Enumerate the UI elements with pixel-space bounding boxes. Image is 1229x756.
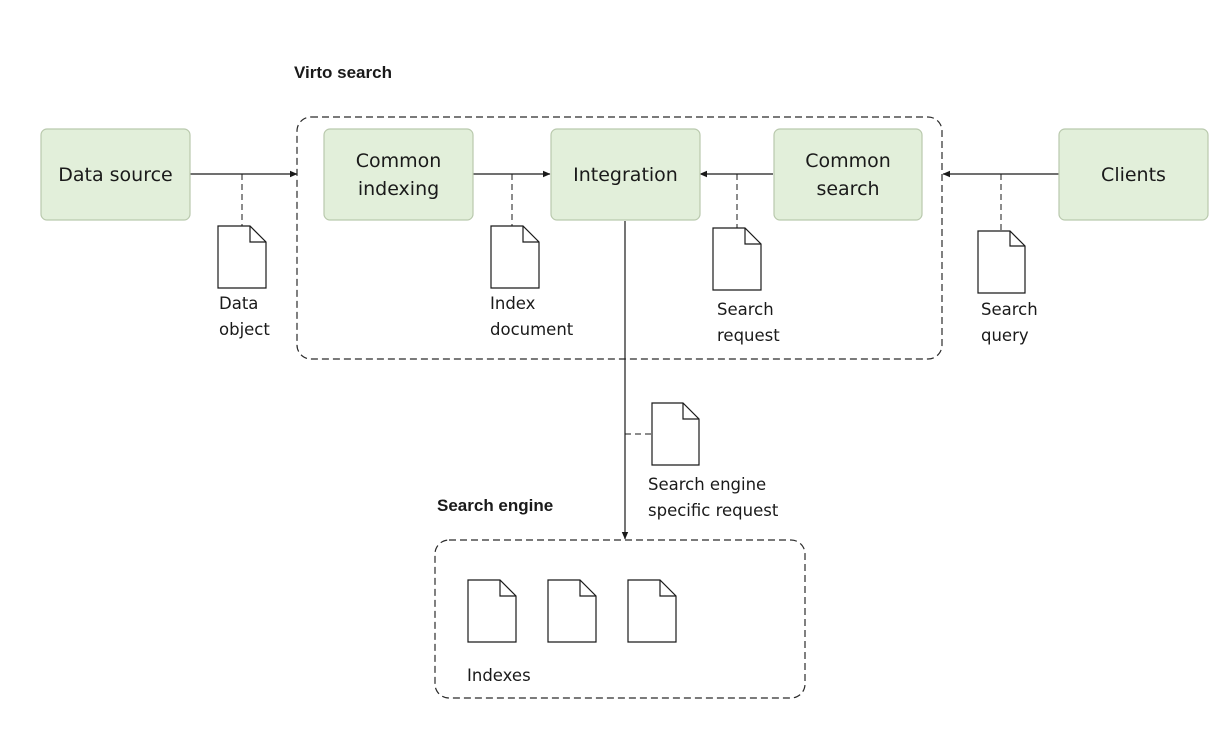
search-query-label-line2: query xyxy=(981,326,1029,345)
integration-node: Integration xyxy=(550,128,701,221)
search-request-label-line1: Search xyxy=(717,300,774,319)
index-document-doc-icon xyxy=(490,225,540,289)
common-indexing-label-line2: indexing xyxy=(358,178,439,200)
data-object-label-line2: object xyxy=(219,320,270,339)
search-request-label-line2: request xyxy=(717,326,780,345)
data-object-doc-icon xyxy=(217,225,267,289)
clients-label: Clients xyxy=(1101,164,1166,186)
document-connectors xyxy=(241,174,1002,435)
common-indexing-label-line1: Common xyxy=(356,150,442,172)
index-document-label-line2: document xyxy=(490,320,574,339)
indexes-label: Indexes xyxy=(467,666,531,685)
index-file-icon-2 xyxy=(547,579,597,643)
virto-search-title: Virto search xyxy=(294,63,392,82)
engine-request-label-line2: specific request xyxy=(648,501,779,520)
index-file-icon-3 xyxy=(627,579,677,643)
common-search-node: Common search xyxy=(773,128,923,221)
index-document-label-line1: Index xyxy=(490,294,536,313)
data-source-label: Data source xyxy=(58,164,173,186)
virto-search-group: Virto search xyxy=(294,63,943,360)
search-engine-title: Search engine xyxy=(437,496,553,515)
data-object-label-line1: Data xyxy=(219,294,258,313)
common-indexing-node: Common indexing xyxy=(323,128,474,221)
common-search-label-line1: Common xyxy=(805,150,891,172)
search-engine-group: Search engine xyxy=(434,496,806,699)
engine-request-label-line1: Search engine xyxy=(648,475,766,494)
search-query-doc-icon xyxy=(977,230,1026,294)
index-file-icon-1 xyxy=(467,579,517,643)
search-request-doc-icon xyxy=(712,227,762,291)
flow-connectors xyxy=(190,170,1059,540)
common-search-label-line2: search xyxy=(816,178,879,200)
engine-request-doc-icon xyxy=(651,402,700,466)
integration-label: Integration xyxy=(573,164,678,186)
clients-node: Clients xyxy=(1058,128,1209,221)
search-query-label-line1: Search xyxy=(981,300,1038,319)
data-source-node: Data source xyxy=(40,128,191,221)
